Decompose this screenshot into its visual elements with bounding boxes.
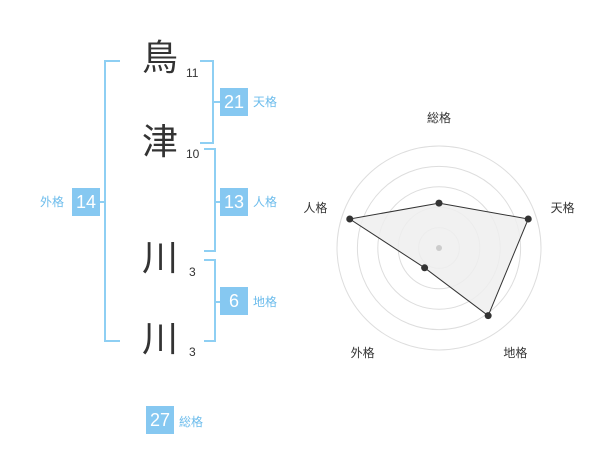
radar-point-4 xyxy=(346,215,354,223)
radar-point-3 xyxy=(421,264,429,272)
chikaku-bracket xyxy=(204,259,216,342)
radar-point-2 xyxy=(484,312,492,320)
radar-ring xyxy=(356,165,522,331)
radar-axis-label-3: 外格 xyxy=(351,345,375,360)
radar-axis-label-1: 天格 xyxy=(551,200,575,215)
tenkaku-connector xyxy=(214,101,220,103)
stroke-count-2: 10 xyxy=(186,147,200,161)
jinkaku-label: 人格 xyxy=(253,195,278,209)
soukaku-label: 総格 xyxy=(179,415,204,429)
stroke-count-3: 3 xyxy=(189,265,196,279)
tenkaku-badge: 21 xyxy=(220,88,248,116)
radar-axis-label-0: 総格 xyxy=(427,110,451,125)
jinkaku-badge: 13 xyxy=(220,188,248,216)
chikaku-label: 地格 xyxy=(253,295,278,309)
jinkaku-connector xyxy=(216,201,220,203)
radar-axis-label-4: 人格 xyxy=(303,200,327,215)
tenkaku-bracket xyxy=(200,60,214,144)
name-char-1: 鳥 xyxy=(142,38,179,79)
radar-axis-label-2: 地格 xyxy=(503,345,527,360)
soukaku-badge: 27 xyxy=(146,406,174,434)
chikaku-badge: 6 xyxy=(220,287,248,315)
name-char-4: 川 xyxy=(142,319,179,360)
radar-point-0 xyxy=(435,199,443,207)
radar-polygon xyxy=(348,202,529,317)
name-char-2: 津 xyxy=(142,122,179,163)
tenkaku-label: 天格 xyxy=(253,95,278,109)
radar-center-dot xyxy=(436,245,442,251)
jinkaku-bracket xyxy=(204,148,216,252)
gaikaku-badge: 14 xyxy=(72,188,100,216)
stroke-count-4: 3 xyxy=(189,345,196,359)
radar-ring xyxy=(336,145,542,351)
gaikaku-label: 外格 xyxy=(40,195,65,209)
chikaku-connector xyxy=(216,301,220,303)
name-char-3: 川 xyxy=(142,238,179,279)
radar-point-1 xyxy=(524,215,532,223)
gaikaku-connector xyxy=(100,201,106,203)
stroke-count-1: 11 xyxy=(186,66,199,80)
